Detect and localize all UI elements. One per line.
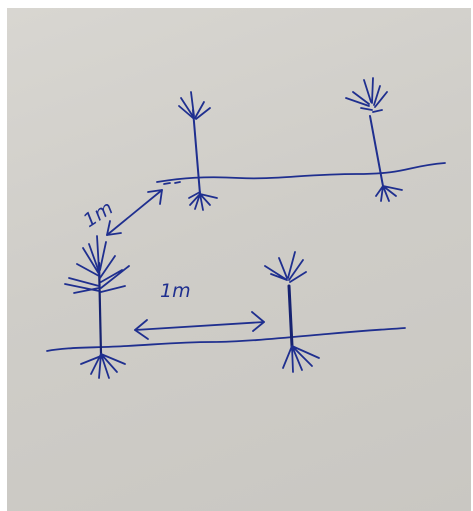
- ground-line-back: [156, 162, 446, 185]
- horizontal-spacing-arrow: [134, 311, 265, 340]
- tree-spacing-sketch: 1m 1m: [46, 77, 446, 379]
- tree-front-left: [64, 235, 130, 379]
- tree-back-left: [178, 91, 218, 211]
- ground-line-front: [46, 327, 406, 352]
- tree-back-right: [345, 77, 403, 202]
- diagonal-spacing-arrow: [106, 189, 163, 236]
- diagonal-spacing-label: 1m: [80, 197, 118, 232]
- horizontal-spacing-label: 1m: [160, 280, 191, 302]
- paper-sheet-photo: 1m 1m: [7, 8, 471, 511]
- tree-front-right: [264, 251, 320, 373]
